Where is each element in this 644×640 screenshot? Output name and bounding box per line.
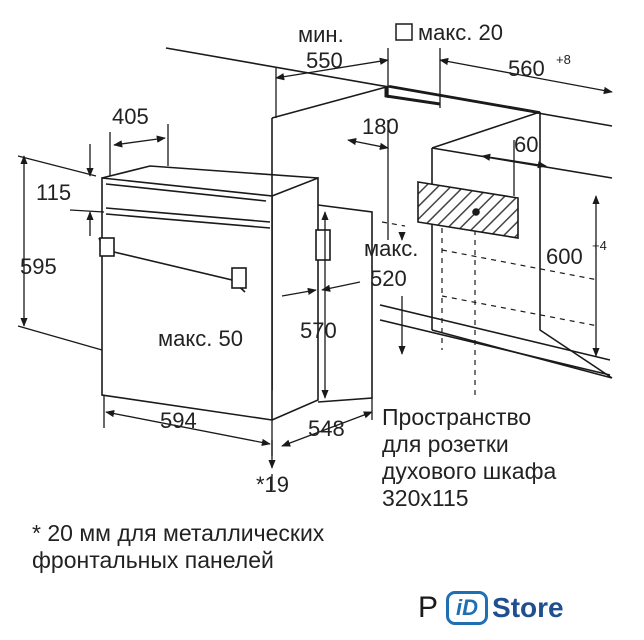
footnote: * 20 мм для металлических фронтальных па…	[32, 520, 324, 574]
store-logo: P iD Store	[418, 588, 564, 628]
min-value: 550	[306, 48, 343, 73]
logo-store-text: Store	[492, 592, 564, 623]
footnote-line: * 20 мм для металлических	[32, 520, 325, 546]
dimension-labels: мин. 550 макс. 20 560 +8 405 180 60 115 …	[20, 20, 607, 497]
niche-height-tolerance: +4	[592, 238, 607, 253]
offset-60: 60	[514, 132, 538, 157]
max520-value: 520	[370, 266, 407, 291]
max20-label: макс. 20	[418, 20, 503, 45]
cabinet-width-tolerance: +8	[556, 52, 571, 67]
logo-prefix: P	[418, 591, 439, 624]
max520-label: макс.	[364, 236, 418, 261]
gap-180: 180	[362, 114, 399, 139]
socket-note-line: для розетки	[382, 431, 509, 457]
socket-note-line: 320x115	[382, 485, 469, 511]
socket-note-line: духового шкафа	[382, 458, 557, 484]
cabinet-width: 560	[508, 56, 545, 81]
dimension-lines	[17, 48, 613, 490]
oven-body	[98, 165, 373, 421]
oven-height: 595	[20, 254, 57, 279]
logo-id-badge: iD	[446, 591, 489, 625]
niche-guides	[381, 188, 599, 395]
inner-height: 570	[300, 318, 337, 343]
oven-depth: 548	[308, 416, 345, 441]
oven-top-depth: 405	[112, 104, 149, 129]
min-label: мин.	[298, 22, 344, 47]
square-symbol-icon	[395, 23, 413, 41]
socket-space-area	[417, 181, 519, 239]
note-19: *19	[256, 472, 289, 497]
panel-height: 115	[36, 180, 71, 205]
niche-height: 600	[546, 244, 583, 269]
oven-width: 594	[160, 408, 197, 433]
socket-space-note: Пространство для розетки духового шкафа …	[382, 404, 556, 512]
max50-label: макс. 50	[158, 326, 243, 351]
socket-note-line: Пространство	[382, 404, 532, 430]
footnote-line: фронтальных панелей	[32, 547, 274, 573]
